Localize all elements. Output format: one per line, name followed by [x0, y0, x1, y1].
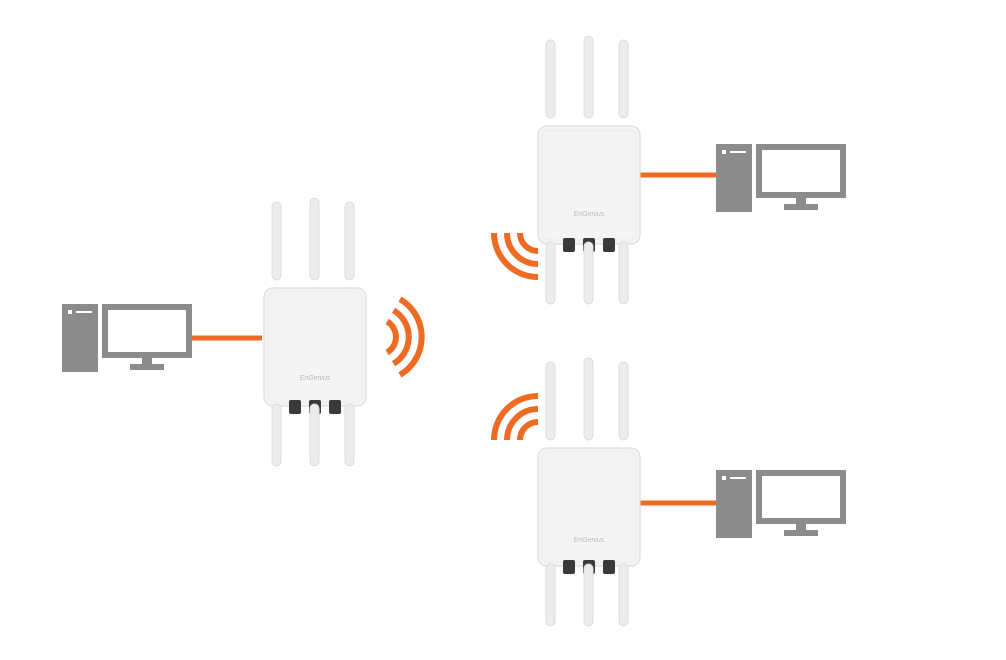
desktop-computer-icon	[62, 304, 192, 372]
ap-brand-label: EnGenius	[574, 211, 605, 218]
wifi-signal-icon	[494, 233, 538, 277]
wifi-signal-icon	[387, 299, 422, 375]
desktop-computer-icon	[716, 144, 846, 212]
wifi-signal-icon	[494, 396, 538, 440]
access-point-icon: EnGenius	[264, 198, 366, 466]
desktop-computer-icon	[716, 470, 846, 538]
ap-brand-label: EnGenius	[574, 537, 605, 544]
access-point-icon: EnGenius	[538, 358, 640, 626]
ap-brand-label: EnGenius	[300, 375, 331, 382]
access-point-icon: EnGenius	[538, 36, 640, 304]
